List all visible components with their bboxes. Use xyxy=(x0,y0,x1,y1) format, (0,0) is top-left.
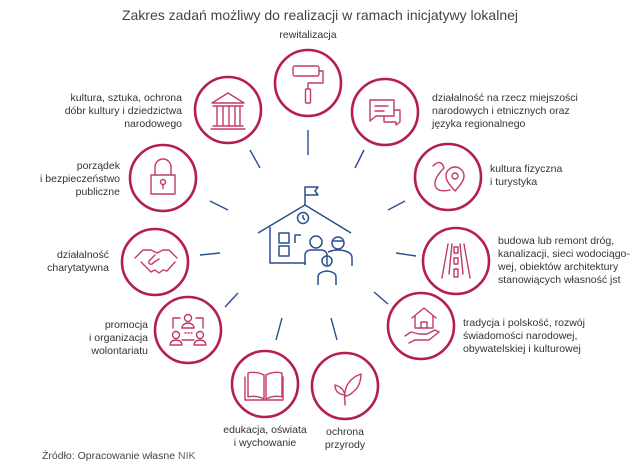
spoke xyxy=(373,291,389,305)
label-line: publiczne xyxy=(75,186,120,198)
source-note: Źródło: Opracowanie własne NIK xyxy=(42,450,196,462)
diagram-title: Zakres zadań możliwy do realizacji w ram… xyxy=(121,7,519,23)
label-budowa: budowa lub remont dróg, kanalizacji, sie… xyxy=(498,235,638,287)
label-przyroda: ochrona przyrody xyxy=(315,426,375,452)
label-line: budowa lub remont dróg, xyxy=(498,235,615,247)
label-porzadek: porządek i bezpieczeństwo publiczne xyxy=(20,160,120,199)
circle-edukacja xyxy=(230,349,300,419)
spoke xyxy=(330,317,338,341)
community-house-icon xyxy=(257,186,353,285)
open-book-icon xyxy=(244,371,284,401)
leaf-icon xyxy=(334,373,362,406)
house-in-hand-icon xyxy=(404,307,440,344)
label-line: narodowych i etnicznych oraz xyxy=(432,105,570,117)
spoke xyxy=(354,149,365,169)
label-line: wolontariatu xyxy=(91,345,148,357)
circle-budowa xyxy=(421,226,491,296)
label-line: wej, obiektów architektury xyxy=(498,261,619,273)
label-tradycja: tradycja i polskość, rozwój świadomości … xyxy=(463,317,633,356)
label-line: działalność xyxy=(57,249,109,261)
road-icon xyxy=(441,243,471,279)
spoke xyxy=(387,200,406,211)
padlock-icon xyxy=(150,158,176,195)
label-wolontariat: promocja i organizacja wolontariatu xyxy=(40,319,148,358)
handshake-icon xyxy=(134,249,178,274)
label-turystyka: kultura fizyczna i turystyka xyxy=(490,163,610,189)
museum-icon xyxy=(210,92,246,130)
circle-porzadek xyxy=(128,143,198,213)
label-line: języka regionalnego xyxy=(432,118,526,130)
route-pin-icon xyxy=(432,161,465,192)
label-line: dóbr kultury i dziedzictwa xyxy=(64,105,182,117)
circle-kultura xyxy=(193,75,263,145)
label-line: ochrona xyxy=(326,426,364,438)
spoke xyxy=(224,292,239,308)
label-line: działalność na rzecz miejszości xyxy=(432,92,578,104)
label-line: stanowiących własność jst xyxy=(498,274,621,286)
label-line: kultura fizyczna xyxy=(490,163,563,175)
label-line: porządek xyxy=(76,160,120,172)
label-line: i wychowanie xyxy=(233,437,297,449)
spoke xyxy=(275,317,283,341)
label-line: kanalizacji, sieci wodociągo- xyxy=(498,248,630,260)
chat-bubbles-icon xyxy=(369,99,401,126)
label-line: i organizacja xyxy=(89,332,148,344)
label-line: tradycja i polskość, rozwój xyxy=(463,317,585,329)
label-line: narodowego xyxy=(124,118,182,130)
label-edukacja: edukacja, oświata i wychowanie xyxy=(215,424,315,450)
circle-wolontariat xyxy=(153,295,223,365)
source-org: NIK xyxy=(178,450,196,462)
label-line: przyrody xyxy=(324,439,366,451)
label-line: obywatelskiej i kulturowej xyxy=(463,343,581,355)
label-line: charytatywna xyxy=(47,262,109,274)
label-kultura-sztuka: kultura, sztuka, ochrona dóbr kultury i … xyxy=(40,92,182,131)
label-line: kultura, sztuka, ochrona xyxy=(70,92,182,104)
label-rewitalizacja: rewitalizacja xyxy=(279,29,337,41)
spokes xyxy=(199,130,417,341)
label-charytatywna: działalność charytatywna xyxy=(20,249,109,275)
circle-przyroda xyxy=(310,351,380,421)
label-line: i turystyka xyxy=(490,176,538,188)
spoke xyxy=(249,149,261,169)
label-line: świadomości narodowej, xyxy=(463,330,578,342)
spoke xyxy=(395,252,417,257)
spoke xyxy=(199,252,221,256)
team-network-icon xyxy=(169,313,207,346)
source-prefix: Źródło: Opracowanie własne xyxy=(42,450,176,462)
paint-roller-icon xyxy=(292,65,324,104)
label-line: i bezpieczeństwo xyxy=(40,173,120,185)
spoke xyxy=(209,200,229,211)
circle-mniejszosci xyxy=(350,77,420,147)
circle-turystyka xyxy=(413,142,483,212)
label-mniejszosci: działalność na rzecz miejszości narodowy… xyxy=(432,92,632,131)
label-line: edukacja, oświata xyxy=(223,424,307,436)
label-line: promocja xyxy=(104,319,148,331)
